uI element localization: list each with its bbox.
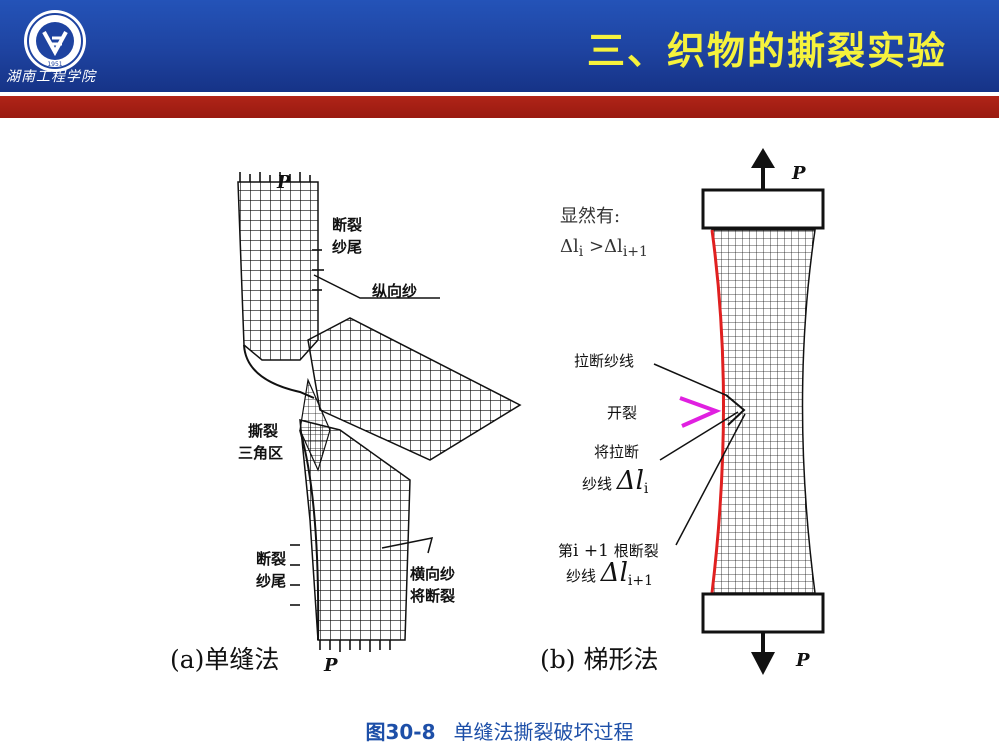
trapezoid-specimen [653,148,825,675]
school-logo: 1951 [24,10,86,72]
label-weft-break: 横向纱 将断裂 [410,565,456,605]
svg-text:1951: 1951 [47,61,62,68]
caption-b: (b) 梯形法 [540,645,659,674]
label-tear-triangle: 撕裂 三角区 [238,422,284,462]
page-title: 三、织物的撕裂实验 [586,28,947,73]
label-next-yarn: 第i +1 根断裂 [558,541,659,561]
force-label-bottom-a: P [324,655,338,676]
header-bar [0,0,999,92]
header-divider [0,92,999,96]
single-slit-specimen [237,172,522,652]
label-about-to-break-yarn: 纱线 Δli [582,466,649,497]
label-about-to-break: 将拉断 [594,443,640,461]
label-next-yarn-delta: 纱线 Δli+1 [566,558,654,589]
obviously-note: 显然有: Δli >Δli+1 [560,206,648,260]
label-tear-tail-top: 断裂 纱尾 [332,216,363,256]
caption-a: (a)单缝法 [170,645,280,674]
force-label-top-a: P [277,172,291,193]
force-label-bottom-b: P [796,650,810,671]
label-broken-yarn: 拉断纱线 [574,352,635,370]
label-warp-yarn: 纵向纱 [372,282,418,300]
header-red-band [0,96,999,118]
force-label-top-b: P [792,163,806,184]
label-crack: 开裂 [607,404,638,422]
label-tear-tail-bottom: 断裂 纱尾 [256,550,287,590]
school-name: 湖南工程学院 [6,69,96,85]
